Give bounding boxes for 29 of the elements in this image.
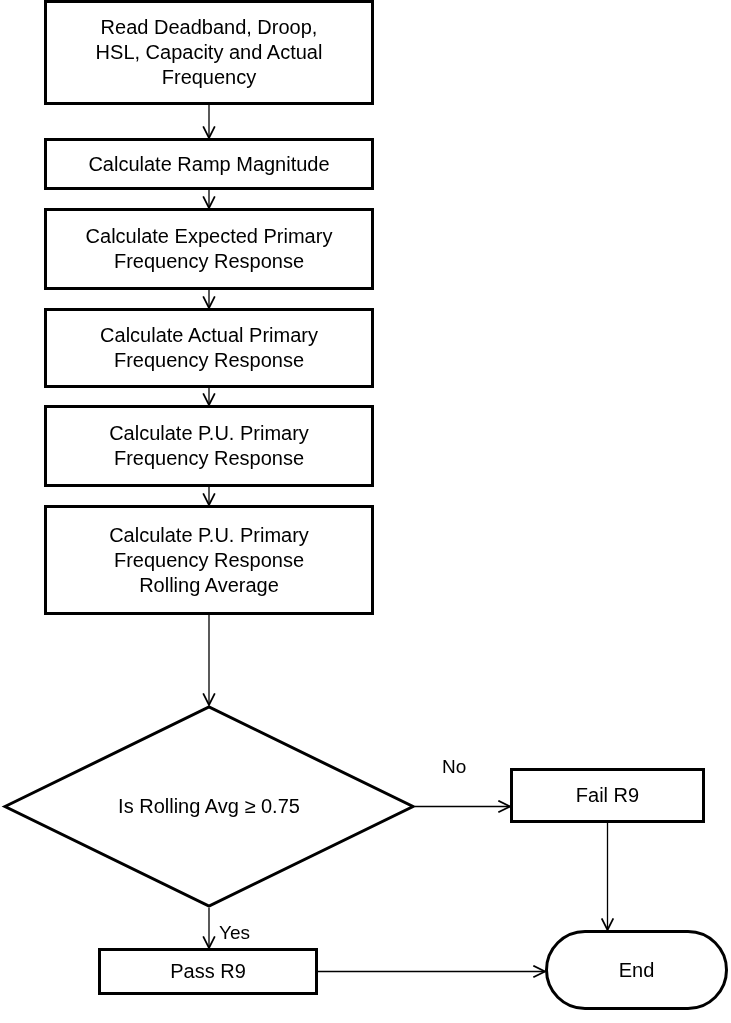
node-label: Calculate Ramp Magnitude <box>88 151 330 177</box>
process-box <box>44 208 374 290</box>
process-box <box>510 768 705 823</box>
arrow <box>202 104 216 139</box>
arrow <box>202 289 216 309</box>
process-box <box>98 948 318 995</box>
process-box <box>44 308 374 388</box>
arrow <box>317 964 546 979</box>
arrow <box>202 614 216 706</box>
node-label: End <box>618 957 655 983</box>
node-label: Calculate P.U. Primary Frequency Response <box>108 421 310 471</box>
arrow <box>600 822 615 931</box>
process-box <box>44 505 374 615</box>
node-label: Calculate P.U. Primary Frequency Response Rolling Average <box>108 522 310 598</box>
process-box <box>44 138 374 190</box>
decision-diamond <box>3 705 415 908</box>
process-box <box>44 405 374 487</box>
node-label: Is Rolling Avg ≥ 0.75 <box>118 794 300 819</box>
node-label: Read Deadband, Droop, HSL, Capacity and Actual Frequency <box>94 15 324 90</box>
process-box <box>44 0 374 105</box>
arrow <box>202 387 216 406</box>
arrow <box>202 907 216 949</box>
arrow <box>202 486 216 506</box>
arrow <box>414 799 511 814</box>
node-label: Pass R9 <box>170 959 246 984</box>
node-label: Calculate Actual Primary Frequency Response <box>99 323 319 373</box>
arrow <box>202 189 216 209</box>
node-label: Fail R9 <box>575 783 640 808</box>
node-label: Calculate Expected Primary Frequency Response <box>84 224 334 274</box>
